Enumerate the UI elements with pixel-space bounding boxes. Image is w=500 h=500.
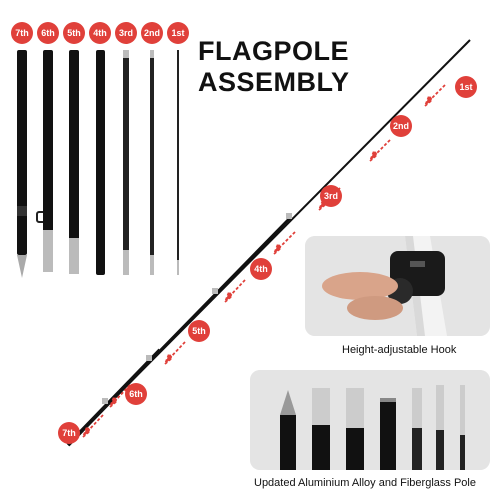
assembly-badge-5th: 5th [188,320,210,342]
assembly-badge-4th: 4th [250,258,272,280]
page-title: FLAGPOLE ASSEMBLY [198,36,350,97]
pole-segment-3rd [123,50,129,275]
hook-photo [305,236,490,336]
segment-badge-4th: 4th [89,22,111,44]
assembly-badge-2nd: 2nd [390,115,412,137]
pole-segment-6th [43,50,53,272]
pole-segment-1st [177,50,179,275]
pole-tips-photo [250,370,490,470]
pole-segment-2nd [150,50,154,275]
pole-segment-4th [96,50,105,275]
segment-badge-7th: 7th [11,22,33,44]
segment-badge-1st: 1st [167,22,189,44]
assembly-badge-1st: 1st [455,76,477,98]
assembly-badge-3rd: 3rd [320,185,342,207]
tips-caption: Updated Aluminium Alloy and Fiberglass P… [254,477,476,489]
segment-badge-6th: 6th [37,22,59,44]
pole-segment-5th [69,50,79,274]
hook-caption: Height-adjustable Hook [342,344,457,356]
segment-badge-5th: 5th [63,22,85,44]
segment-badge-3rd: 3rd [115,22,137,44]
pole-segments-illustration [17,50,179,278]
assembly-badge-6th: 6th [125,383,147,405]
segment-badge-2nd: 2nd [141,22,163,44]
assembly-badge-7th: 7th [58,422,80,444]
